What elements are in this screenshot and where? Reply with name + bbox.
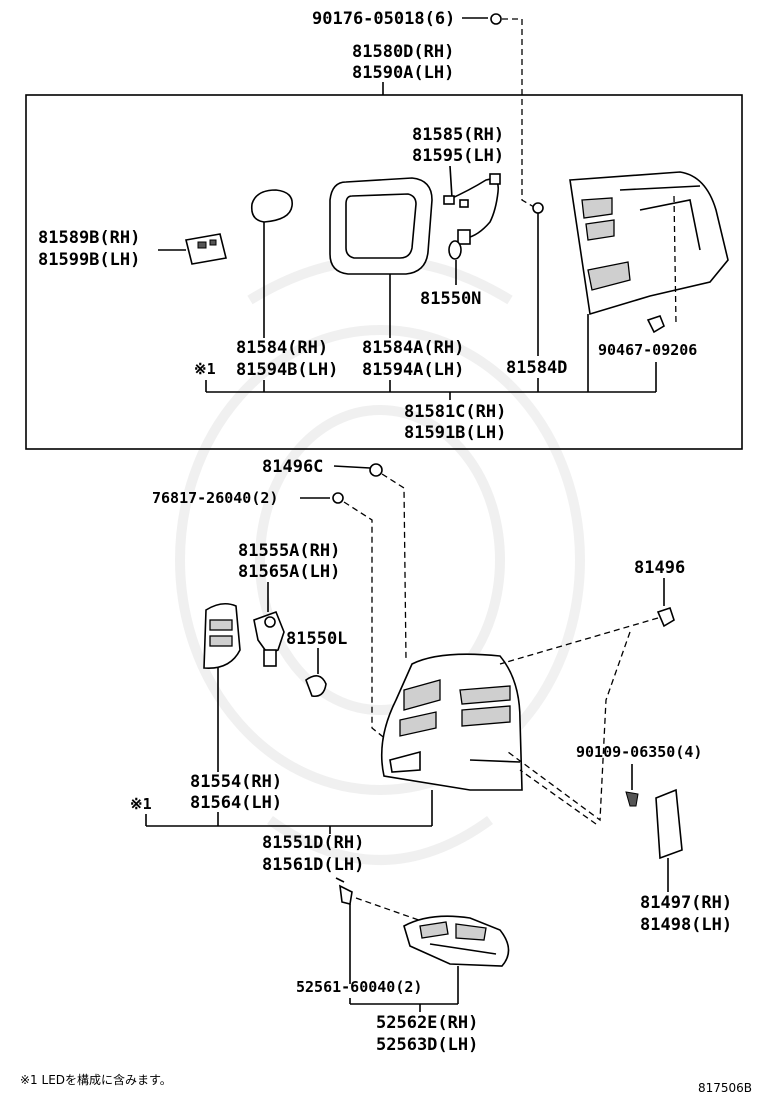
- bolt-top-icon: [490, 13, 502, 25]
- leader-grommet: [333, 465, 371, 469]
- label-socket-upper-rh: 81585(RH): [412, 125, 504, 145]
- label-clip-right: 81496: [634, 558, 685, 578]
- label-bracket-lh: 52563D(LH): [376, 1035, 478, 1055]
- label-socket-lower-lh: 81565A(LH): [238, 562, 340, 582]
- label-module-lh: 81599B(LH): [38, 250, 140, 270]
- label-bolt-top: 90176-05018(6): [312, 9, 455, 29]
- cover-icon: [655, 788, 683, 860]
- wire-harness-icon: [443, 173, 501, 260]
- screw-right-icon: [625, 791, 639, 807]
- lower-lamp-housing-icon: [380, 653, 523, 791]
- lens-frame-icon: [329, 177, 433, 275]
- label-cover-lh: 81498(LH): [640, 915, 732, 935]
- label-lens-small-rh: 81584(RH): [236, 338, 328, 358]
- label-lens-frame-rh: 81584A(RH): [362, 338, 464, 358]
- small-lens-icon: [250, 189, 293, 223]
- label-screw-nut: 76817-26040(2): [152, 489, 278, 507]
- note-mark-lower: ※1: [130, 795, 152, 813]
- label-lamp-upper-lh: 81590A(LH): [352, 63, 454, 83]
- led-module-icon: [185, 233, 227, 265]
- dashed-clip-right: [499, 617, 659, 665]
- label-sub-upper-lh: 81591B(LH): [404, 423, 506, 443]
- socket-lower-icon: [253, 610, 285, 667]
- label-gasket: 81584D: [506, 358, 567, 378]
- lens-lower-icon: [203, 602, 241, 669]
- bulb-lower-icon: [305, 675, 327, 698]
- label-lamp-upper-rh: 81580D(RH): [352, 42, 454, 62]
- dashed-nut: [343, 501, 393, 745]
- leader-socket-upper: [449, 165, 453, 199]
- label-bracket-rh: 52562E(RH): [376, 1013, 478, 1033]
- bottom-screw-icon: [335, 877, 353, 905]
- label-bulb-lower: 81550L: [286, 629, 347, 649]
- label-lens-frame-lh: 81594A(LH): [362, 360, 464, 380]
- label-lens-lower-rh: 81554(RH): [190, 772, 282, 792]
- dashed-clip-right-2: [507, 631, 631, 822]
- diagram-code: 817506B: [698, 1081, 752, 1095]
- note-mark-upper: ※1: [194, 360, 216, 378]
- upper-assembly-box: [25, 94, 743, 450]
- nut-icon: [332, 492, 344, 504]
- label-sub-lower-rh: 81551D(RH): [262, 833, 364, 853]
- label-socket-upper-lh: 81595(LH): [412, 146, 504, 166]
- label-screw-right: 90109-06350(4): [576, 743, 702, 761]
- bottom-bracket-icon: [403, 915, 510, 967]
- label-cover-rh: 81497(RH): [640, 893, 732, 913]
- label-clip-upper: 90467-09206: [598, 341, 697, 359]
- label-grommet: 81496C: [262, 457, 323, 477]
- upper-lamp-housing-icon: [569, 171, 729, 325]
- label-module-rh: 81589B(RH): [38, 228, 140, 248]
- label-sub-lower-lh: 81561D(LH): [262, 855, 364, 875]
- gasket-icon: [532, 202, 544, 214]
- dashed-grommet: [381, 473, 407, 661]
- grommet-icon: [369, 463, 383, 477]
- label-socket-lower-rh: 81555A(RH): [238, 541, 340, 561]
- dashed-screw-right: [519, 769, 597, 825]
- label-screw-bottom: 52561-60040(2): [296, 978, 422, 996]
- clip-right-icon: [656, 606, 675, 628]
- label-bulb-upper: 81550N: [420, 289, 481, 309]
- footnote-text: ※1 LEDを構成に含みます。: [20, 1072, 172, 1087]
- clip-upper-icon: [646, 315, 665, 334]
- label-lens-small-lh: 81594B(LH): [236, 360, 338, 380]
- label-sub-upper-rh: 81581C(RH): [404, 402, 506, 422]
- label-lens-lower-lh: 81564(LH): [190, 793, 282, 813]
- dashed-bolt-top: [502, 18, 535, 208]
